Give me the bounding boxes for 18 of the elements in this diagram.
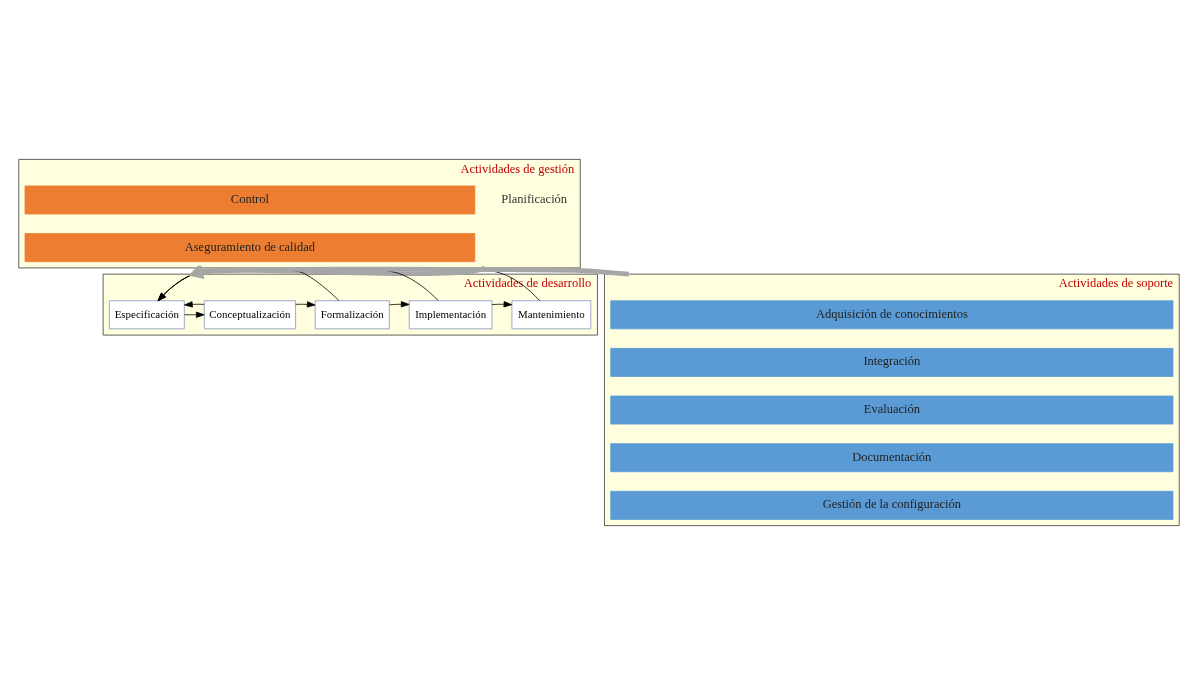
arrow bbox=[184, 311, 205, 318]
node-box: Especificación bbox=[108, 300, 185, 330]
node-box: Integración bbox=[610, 347, 1174, 377]
node-box: Mantenimiento bbox=[511, 300, 592, 330]
node-box: Gestión de la configuración bbox=[610, 490, 1174, 520]
arrow bbox=[389, 301, 410, 308]
node-box: Adquisición de conocimientos bbox=[610, 300, 1174, 330]
node-box: Conceptualización bbox=[203, 300, 296, 330]
node-box: Implementación bbox=[408, 300, 493, 330]
node-box: Control bbox=[24, 185, 476, 215]
node-box: Formalización bbox=[314, 300, 390, 330]
arrow bbox=[184, 301, 205, 308]
arrow bbox=[295, 301, 316, 308]
node-box: Aseguramiento de calidad bbox=[24, 233, 476, 263]
node-box: Documentación bbox=[610, 443, 1174, 473]
node-box: Evaluación bbox=[610, 395, 1174, 425]
node-text: Planificación bbox=[501, 191, 568, 206]
arrow bbox=[491, 301, 513, 308]
